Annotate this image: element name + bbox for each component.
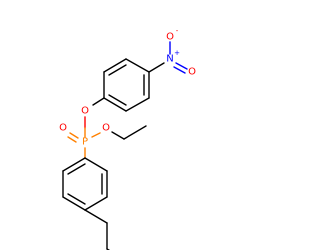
ethoxy-group xyxy=(91,125,147,140)
atom-o-aryl-ester: O xyxy=(81,106,89,117)
bond-ring1-e xyxy=(103,97,127,112)
atom-o-nitro-top: O xyxy=(166,32,174,43)
molecule-structure: O O O P N + O - O xyxy=(59,27,196,250)
aryl-ester-link xyxy=(84,97,105,138)
bond-ring1-b xyxy=(125,58,150,73)
bond-ring2-f xyxy=(62,157,86,172)
atom-p: P xyxy=(82,137,88,148)
bond-p-o-ethoxy xyxy=(91,132,101,138)
atom-n: N xyxy=(166,54,173,65)
bond-n-o-double-b xyxy=(173,66,186,74)
bond-ch2-ch3 xyxy=(123,125,147,140)
bond-aryl-ch2 xyxy=(84,209,108,224)
bond-p-o-double-a xyxy=(69,132,79,139)
bond-ring2-inner-b xyxy=(67,193,86,205)
nitro-group xyxy=(148,41,188,74)
bond-ring1-inner-a xyxy=(108,64,127,76)
bond-ring1-a xyxy=(103,58,127,73)
bond-ring2-inner-c xyxy=(67,163,86,175)
bond-c-o-ester xyxy=(92,97,105,106)
bond-o-ch2 xyxy=(111,131,125,140)
atom-o-ethoxy: O xyxy=(102,123,110,134)
bond-n-o-double-a xyxy=(175,62,188,70)
bond-ring1-inner-c xyxy=(108,94,127,106)
nitrophenyl-ring xyxy=(103,58,150,112)
bond-ring1-d xyxy=(125,97,150,112)
atom-o-phosphoryl: O xyxy=(59,123,67,134)
bond-ring2-c xyxy=(84,196,108,211)
charge-o-minus: - xyxy=(176,27,179,35)
bond-ring2-d xyxy=(62,196,86,211)
bond-c-n xyxy=(148,62,165,73)
bond-ring2-a xyxy=(84,157,108,172)
propylphenyl-ring xyxy=(62,157,108,211)
phosphoryl-group xyxy=(67,132,79,143)
atom-o-nitro-bottom: O xyxy=(188,67,196,78)
propyl-chain xyxy=(84,209,111,250)
bond-p-o-double-b xyxy=(67,136,77,143)
charge-n-plus: + xyxy=(174,49,180,57)
